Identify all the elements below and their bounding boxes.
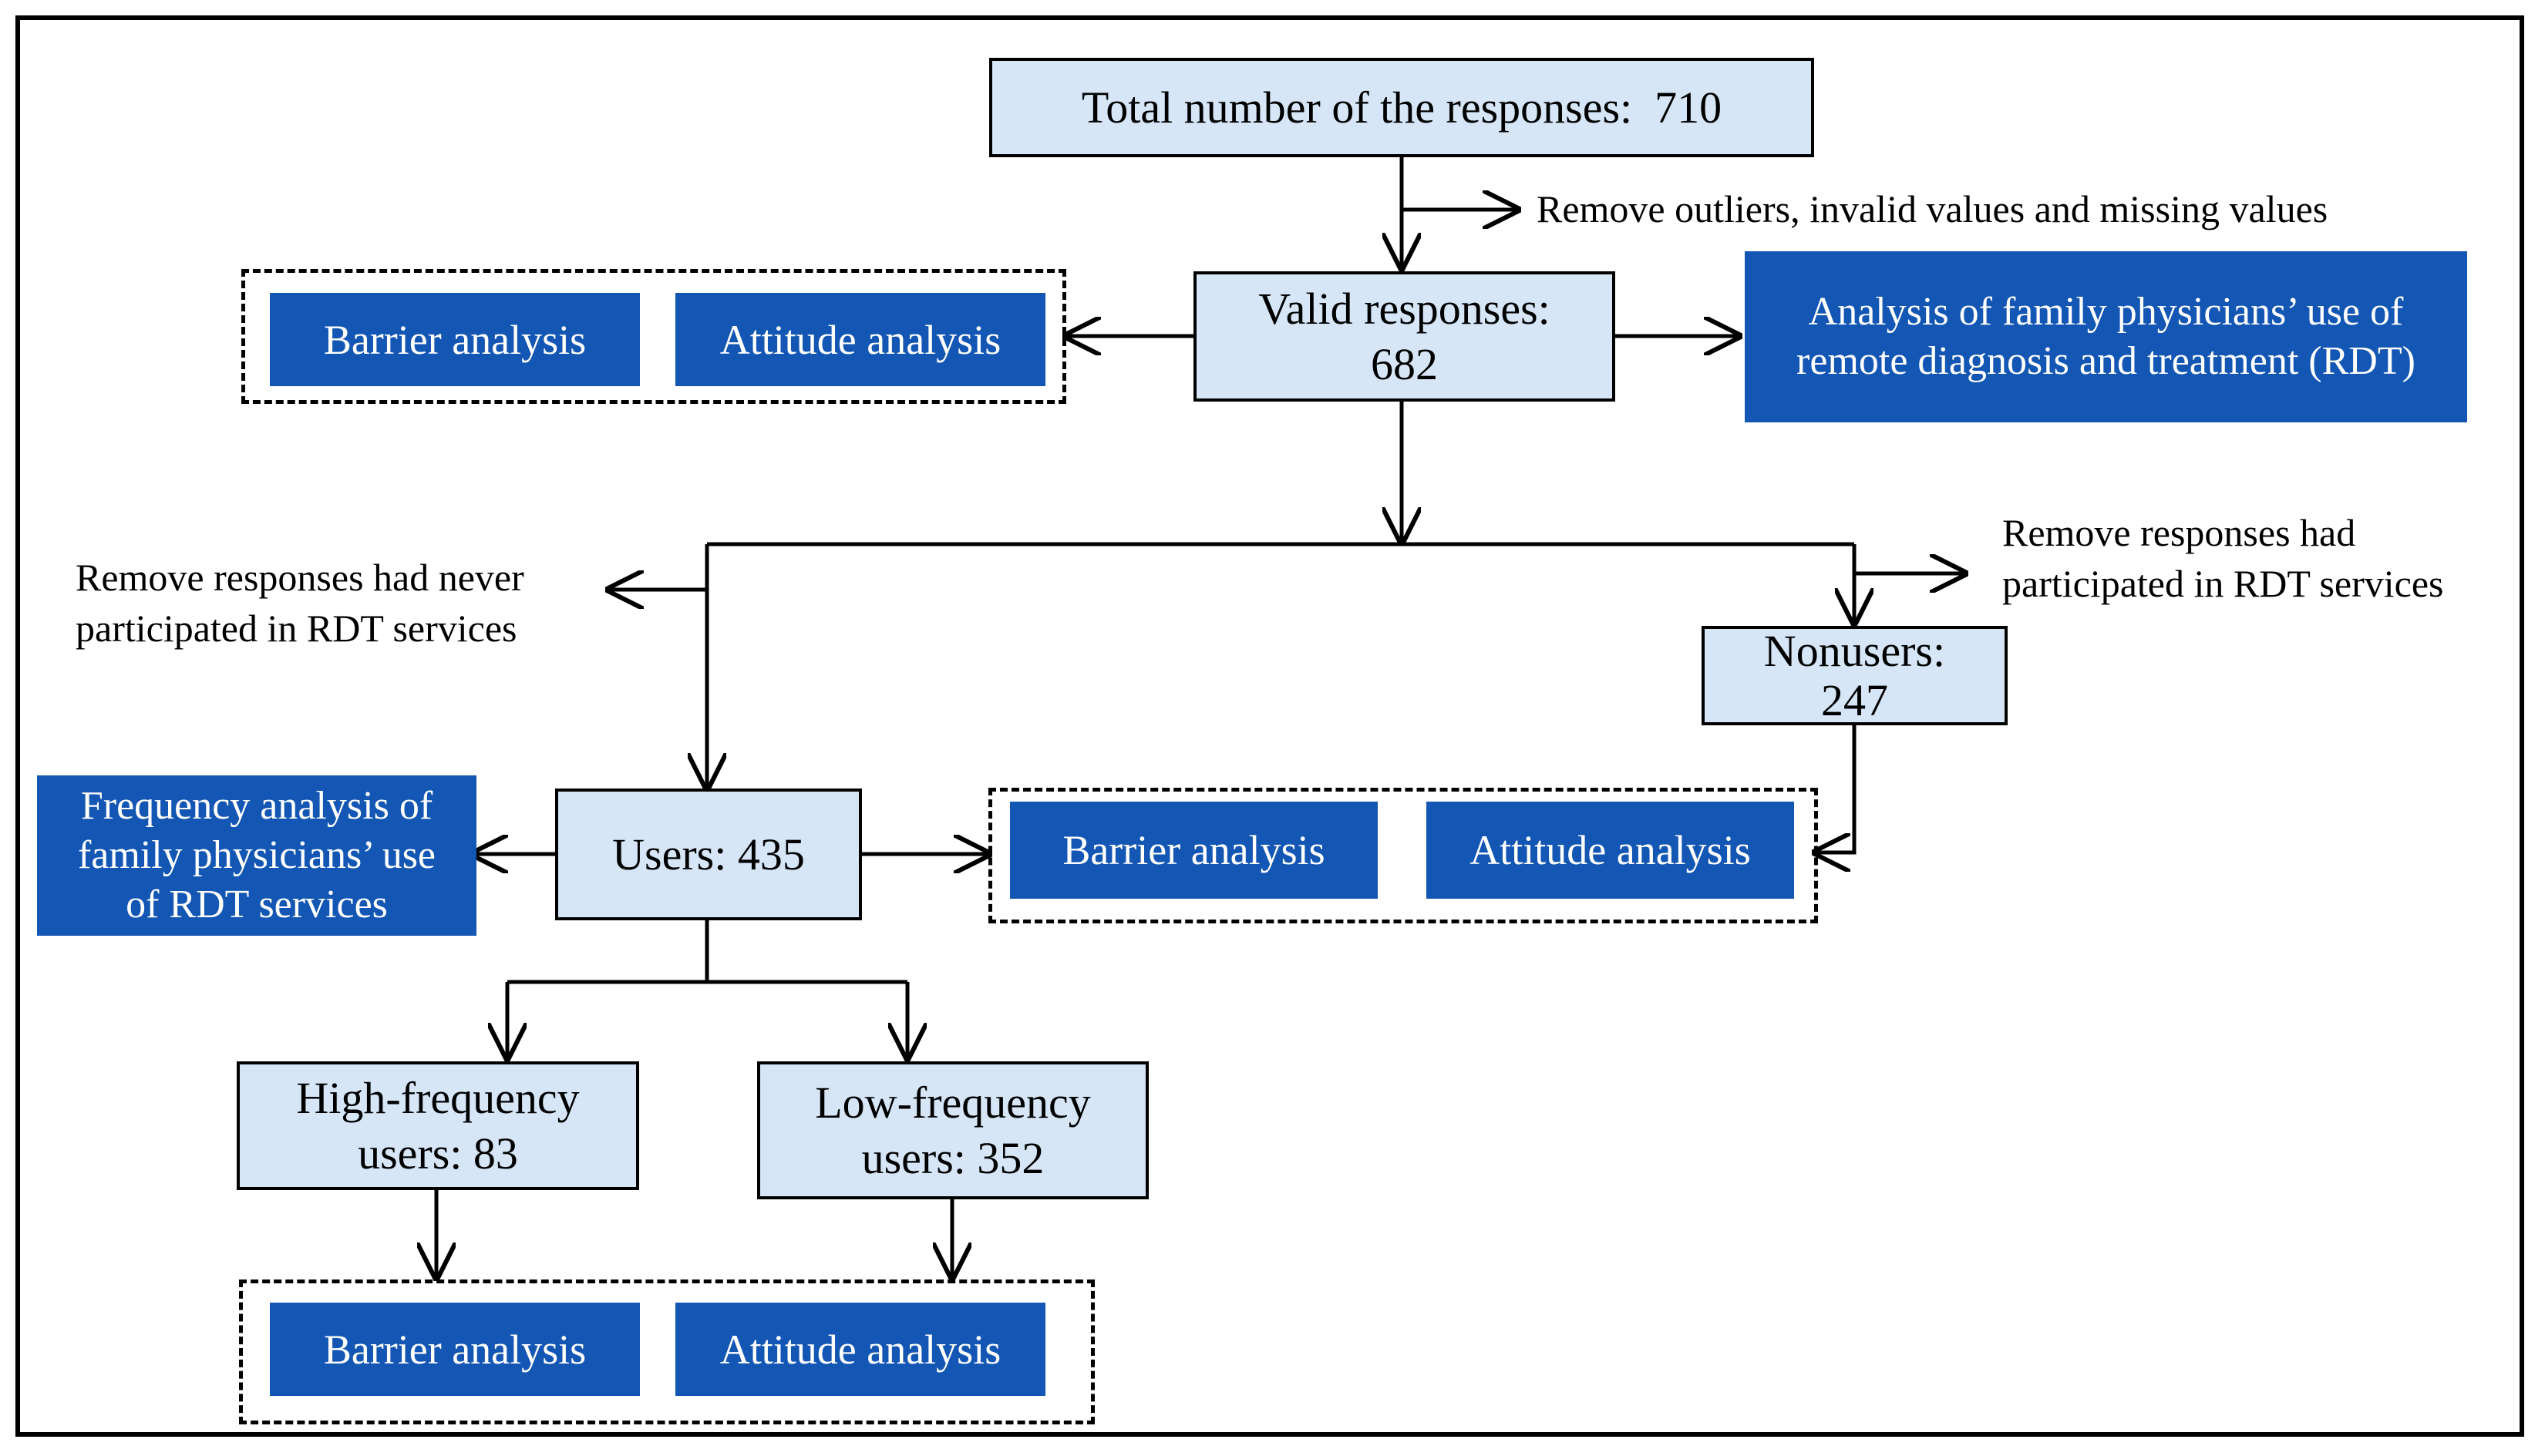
bottom-attitude-analysis-label: Attitude analysis xyxy=(719,1326,1002,1373)
high-frequency-users-box: High-frequency users: 83 xyxy=(237,1061,639,1190)
high-frequency-line-2: users: 83 xyxy=(358,1128,518,1179)
top-barrier-analysis-box: Barrier analysis xyxy=(270,293,640,386)
total-responses-value: 710 xyxy=(1655,82,1722,133)
remove-never-note: Remove responses had never participated … xyxy=(76,552,524,654)
frequency-analysis-line-2: family physicians’ use xyxy=(77,833,436,877)
bottom-analysis-group xyxy=(239,1279,1095,1424)
valid-responses-box: Valid responses: 682 xyxy=(1193,271,1615,402)
top-attitude-analysis-box: Attitude analysis xyxy=(675,293,1045,386)
bottom-barrier-analysis-box: Barrier analysis xyxy=(270,1303,640,1396)
bottom-barrier-analysis-label: Barrier analysis xyxy=(323,1326,587,1373)
frequency-analysis-line-1: Frequency analysis of xyxy=(80,784,433,828)
top-attitude-analysis-label: Attitude analysis xyxy=(719,316,1002,363)
nonusers-label: Nonusers: xyxy=(1763,625,1946,676)
frequency-analysis-line-3: of RDT services xyxy=(126,883,388,926)
valid-responses-label: Valid responses: xyxy=(1258,283,1550,334)
middle-barrier-analysis-label: Barrier analysis xyxy=(1062,827,1325,873)
top-barrier-analysis-label: Barrier analysis xyxy=(323,316,587,363)
remove-invalid-note: Remove outliers, invalid values and miss… xyxy=(1537,187,2328,230)
middle-barrier-analysis-box: Barrier analysis xyxy=(1010,802,1378,899)
remove-had-line-2: participated in RDT services xyxy=(2002,562,2444,605)
high-frequency-line-1: High-frequency xyxy=(296,1072,580,1123)
low-frequency-users-box: Low-frequency users: 352 xyxy=(757,1061,1149,1199)
rdt-use-analysis-line-1: Analysis of family physicians’ use of xyxy=(1808,290,2404,334)
nonusers-box: Nonusers: 247 xyxy=(1702,626,2008,725)
remove-had-line-1: Remove responses had xyxy=(2002,511,2356,554)
outer-frame xyxy=(15,15,2524,1437)
middle-analysis-group xyxy=(988,788,1818,923)
total-responses-box: Total number of the responses: 710 xyxy=(989,58,1814,157)
nonusers-value: 247 xyxy=(1821,674,1888,725)
remove-had-note: Remove responses had participated in RDT… xyxy=(2002,507,2444,609)
low-frequency-line-2: users: 352 xyxy=(861,1132,1045,1183)
valid-responses-value: 682 xyxy=(1371,338,1438,389)
low-frequency-line-1: Low-frequency xyxy=(815,1077,1091,1128)
total-responses-label: Total number of the responses: xyxy=(1081,82,1633,133)
remove-never-line-2: participated in RDT services xyxy=(76,607,517,650)
total-responses-text: Total number of the responses: 710 xyxy=(1082,80,1722,136)
users-box: Users: 435 xyxy=(555,789,862,920)
arrow-nonusers-to-middle-group xyxy=(1816,725,1857,852)
remove-never-line-1: Remove responses had never xyxy=(76,556,524,599)
middle-attitude-analysis-box: Attitude analysis xyxy=(1426,802,1794,899)
bottom-attitude-analysis-box: Attitude analysis xyxy=(675,1303,1045,1396)
rdt-use-analysis-line-2: remote diagnosis and treatment (RDT) xyxy=(1796,339,2415,383)
middle-attitude-analysis-label: Attitude analysis xyxy=(1469,827,1751,873)
top-analysis-group xyxy=(241,269,1066,404)
rdt-use-analysis-box: Analysis of family physicians’ use of re… xyxy=(1745,251,2467,422)
frequency-analysis-box: Frequency analysis of family physicians’… xyxy=(37,775,476,936)
users-label: Users: 435 xyxy=(612,829,805,879)
